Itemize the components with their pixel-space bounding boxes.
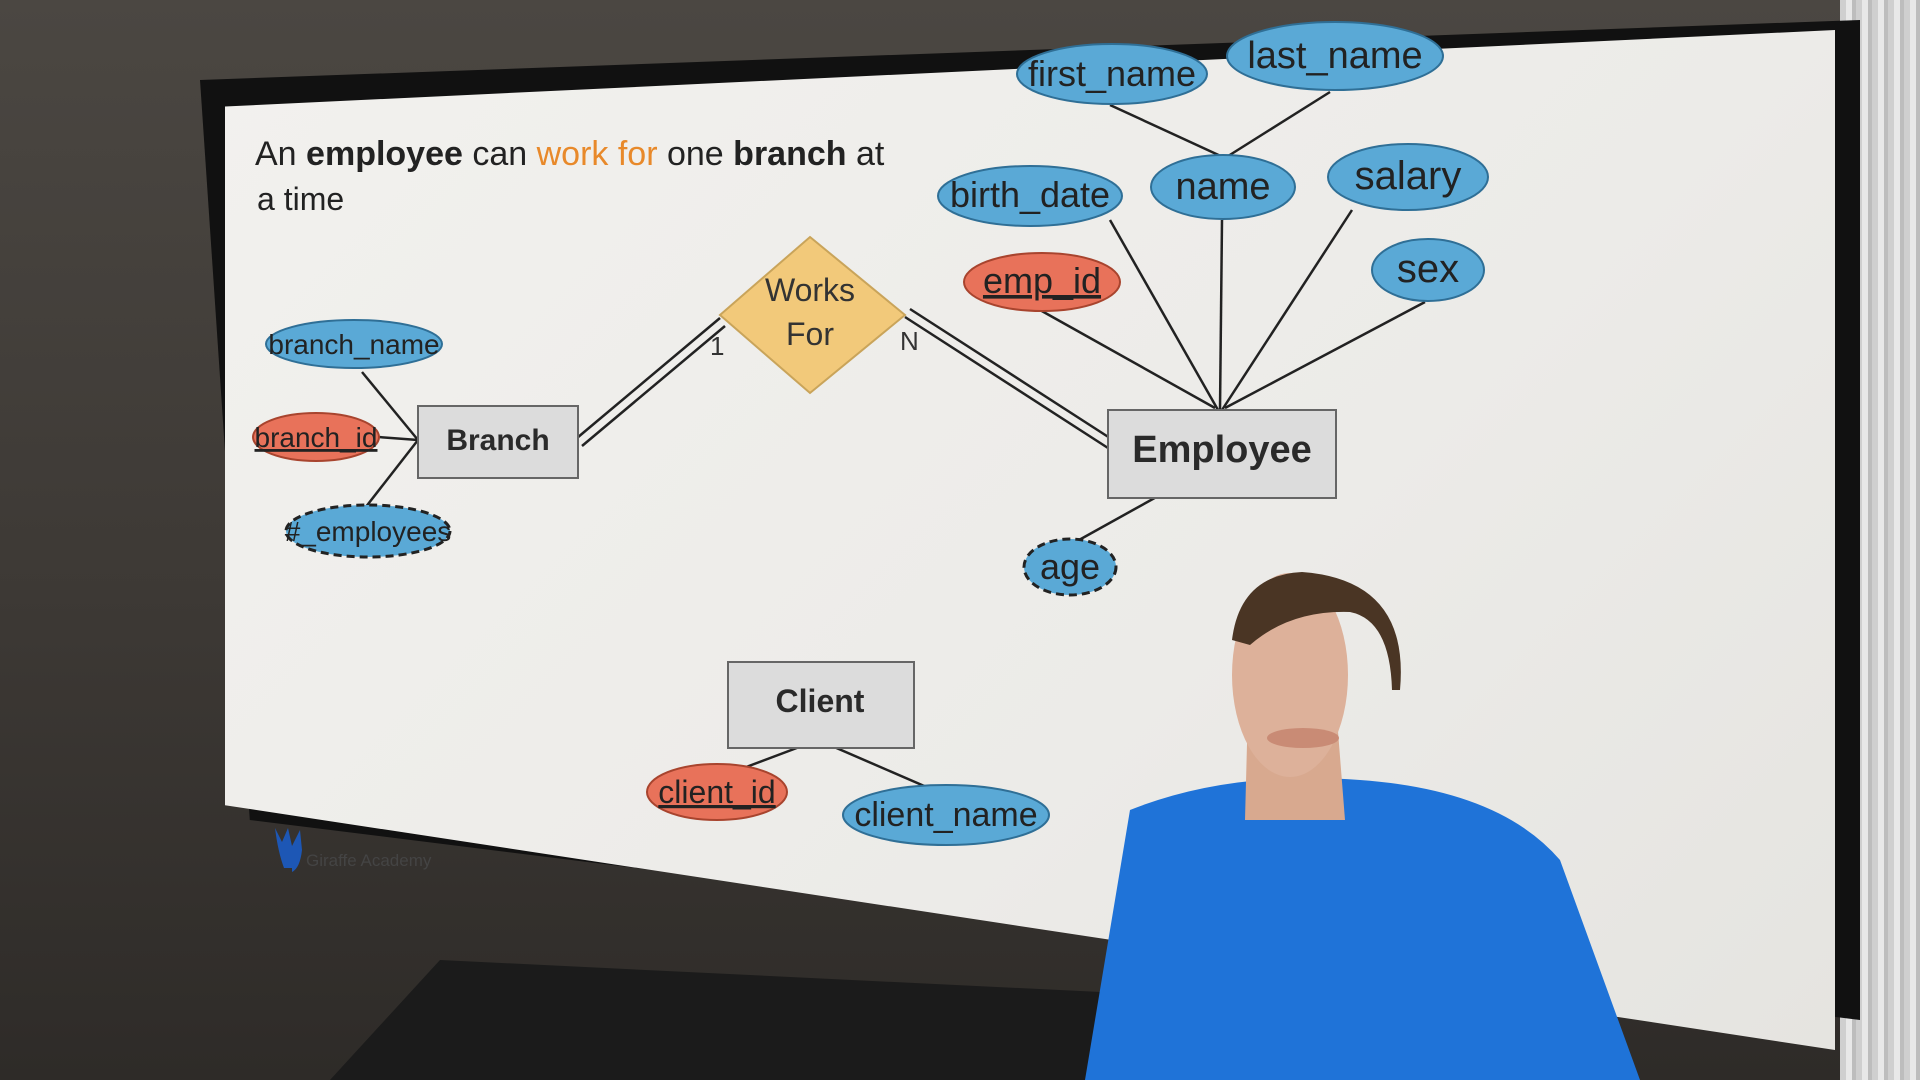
attr-client-id	[646, 763, 788, 821]
presenter	[1085, 572, 1640, 1080]
attr-branch-name	[265, 319, 443, 369]
attr-last-name-label: last_name	[1247, 35, 1422, 77]
slide-heading-line2: a time	[257, 181, 344, 217]
logo-text: Giraffe Academy	[306, 851, 432, 870]
attr-first-name	[1016, 43, 1208, 105]
attr-birth-date	[937, 165, 1123, 227]
connectors	[361, 90, 1426, 797]
attr-name-label: name	[1175, 166, 1270, 208]
attr-age	[1022, 537, 1118, 597]
relationship-label-line2: For	[786, 316, 834, 352]
works-for-relationship	[718, 235, 907, 395]
giraffe-icon	[275, 828, 302, 872]
attr-client-id-label: client_id	[658, 774, 775, 810]
attr-branch-name-label: branch_name	[268, 329, 439, 360]
attr-branch-id	[252, 412, 380, 462]
entity-branch-label: Branch	[446, 424, 549, 457]
attr-client-name-label: client_name	[854, 796, 1037, 834]
entity-employee-label: Employee	[1132, 429, 1312, 471]
cardinality-right: N	[900, 326, 919, 356]
slide-heading: An employee can work for one branch at	[255, 135, 885, 173]
attr-emp-id-label: emp_id	[983, 260, 1101, 301]
attr-salary	[1327, 143, 1489, 211]
attr-sex-label: sex	[1397, 247, 1459, 291]
attr-client-name	[842, 784, 1050, 846]
attr-last-name	[1226, 21, 1444, 91]
attr-sex	[1371, 238, 1485, 302]
attr-num-employees	[284, 503, 452, 559]
entity-employee	[1107, 409, 1337, 499]
attr-name	[1150, 154, 1296, 220]
entity-branch	[417, 405, 579, 479]
entity-client-label: Client	[776, 683, 865, 719]
attr-first-name-label: first_name	[1028, 53, 1196, 94]
cardinality-left: 1	[710, 331, 724, 361]
attr-age-label: age	[1040, 546, 1100, 587]
attr-birth-date-label: birth_date	[950, 174, 1110, 215]
attr-num-employees-label: #_employees	[285, 516, 452, 547]
relationship-label-line1: Works	[765, 272, 855, 308]
attr-salary-label: salary	[1355, 154, 1462, 198]
attr-branch-id-label: branch_id	[255, 422, 378, 453]
entity-client	[727, 661, 915, 749]
attr-emp-id	[963, 252, 1121, 312]
